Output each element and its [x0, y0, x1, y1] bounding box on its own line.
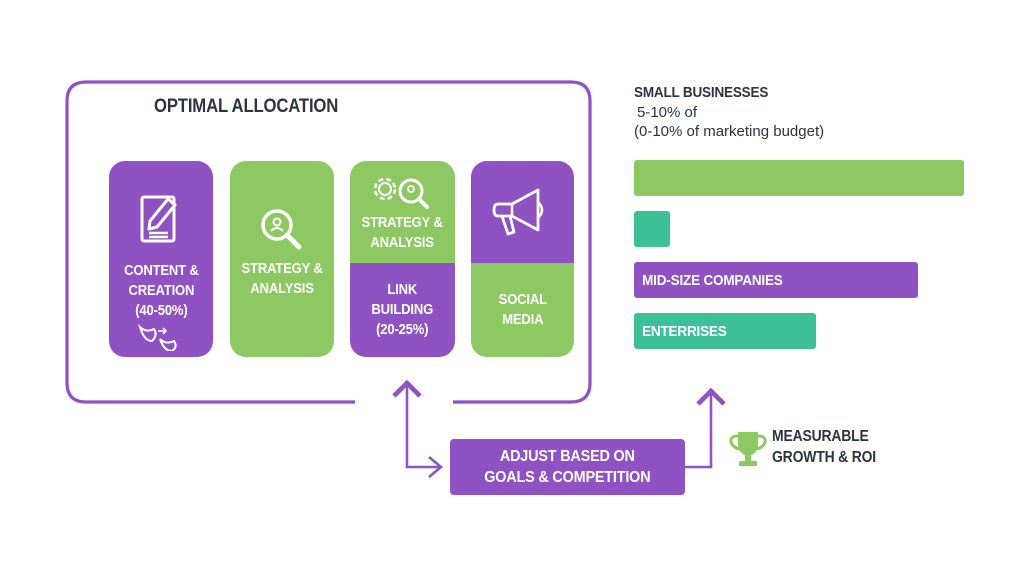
allocation-title: OPTIMAL ALLOCATION — [154, 96, 339, 117]
budget-heading: SMALL BUSINESSES — [634, 84, 769, 101]
card-bottom-social-media: SOCIAL MEDIA — [471, 263, 574, 357]
megaphone-icon — [492, 188, 543, 236]
card-bottom-link-building: LINK BUILDING (20-25%) — [350, 263, 455, 357]
card-strategy-analysis: STRATEGY & ANALYSIS — [230, 161, 334, 357]
card-link-building: STRATEGY & ANALYSIS LINK BUILDING (20-25… — [350, 161, 455, 357]
twitter-birds-icon — [137, 323, 177, 351]
budget-bar-label: ENTERRISES — [642, 322, 727, 340]
card-bottom-label: SOCIAL MEDIA — [498, 292, 547, 328]
growth-arrow — [685, 387, 726, 469]
budget-bar — [634, 160, 964, 196]
card-label: CONTENT & CREATION (40-50%) — [123, 263, 199, 319]
budget-bar — [634, 211, 670, 247]
card-top-megaphone — [471, 161, 574, 263]
outcome-label: MEASURABLE GROWTH & ROI — [772, 428, 877, 466]
budget-subtext-2: (0-10% of marketing budget) — [634, 123, 825, 140]
adjust-box: ADJUST BASED ON GOALS & COMPETITION — [450, 439, 685, 495]
magnifier-icon — [261, 209, 302, 250]
card-content-creation: CONTENT & CREATION (40-50%) — [109, 161, 213, 357]
adjust-label: ADJUST BASED ON GOALS & COMPETITION — [484, 448, 651, 486]
budget-bar: ENTERRISES — [634, 313, 816, 349]
feedback-arrow — [392, 379, 441, 469]
card-top-label: STRATEGY & ANALYSIS — [361, 215, 444, 251]
gear-magnifier-icon — [373, 177, 429, 209]
card-social-media: SOCIAL MEDIA — [471, 161, 574, 357]
budget-bar-label: MID-SIZE COMPANIES — [642, 271, 783, 289]
document-pencil-icon — [140, 195, 177, 243]
card-label: STRATEGY & ANALYSIS — [241, 261, 323, 297]
feedback-arrow-head-right — [428, 456, 444, 478]
budget-bar: MID-SIZE COMPANIES — [634, 262, 918, 298]
budget-subtext-1: 5-10% of — [637, 104, 698, 121]
allocation-frame — [65, 80, 592, 404]
trophy-icon — [729, 432, 767, 466]
card-bottom-label: LINK BUILDING (20-25%) — [371, 282, 434, 338]
card-top-strategy: STRATEGY & ANALYSIS — [350, 161, 455, 263]
